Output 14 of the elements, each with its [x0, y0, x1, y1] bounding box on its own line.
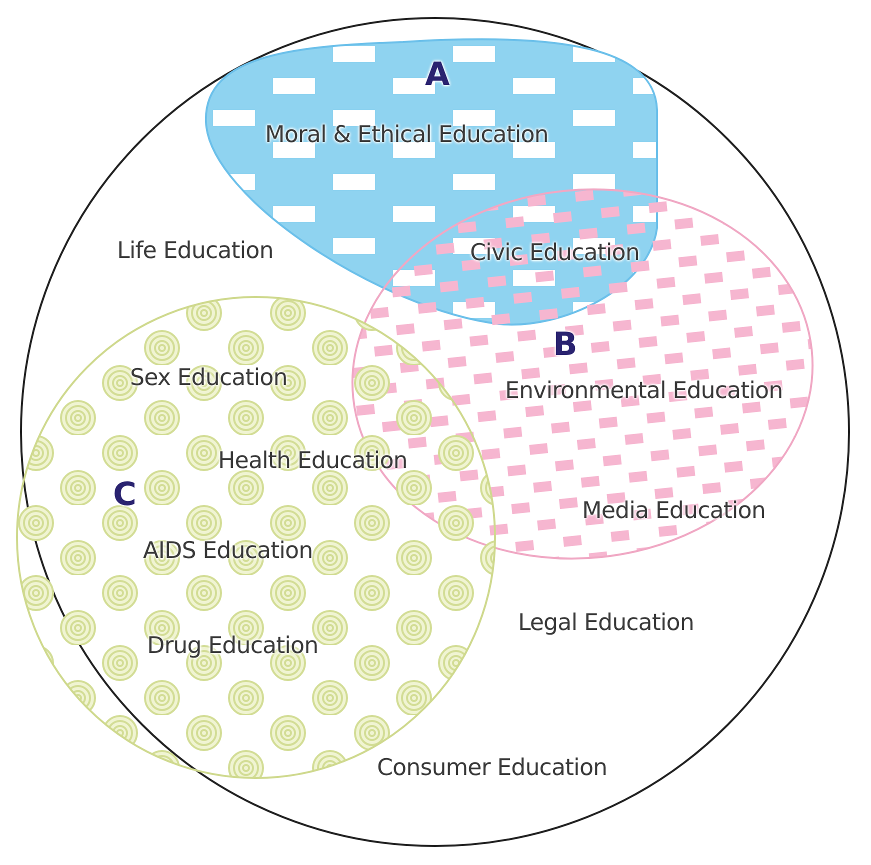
topic-label: AIDS Education [143, 538, 313, 564]
topic-label: Media Education [582, 498, 766, 524]
topic-label: Health Education [218, 448, 408, 474]
topic-label: Drug Education [147, 633, 318, 659]
set-letter: B [553, 325, 577, 363]
topic-label: Consumer Education [377, 755, 608, 781]
topic-label: Sex Education [130, 365, 288, 391]
topic-label: Environmental Education [505, 378, 783, 404]
topic-label: Legal Education [518, 610, 694, 636]
set-region [15, 295, 497, 780]
topic-label: Moral & Ethical Education [265, 122, 548, 148]
set-letter: C [113, 475, 136, 513]
set-letter: A [425, 55, 450, 93]
topic-label: Life Education [117, 238, 274, 264]
